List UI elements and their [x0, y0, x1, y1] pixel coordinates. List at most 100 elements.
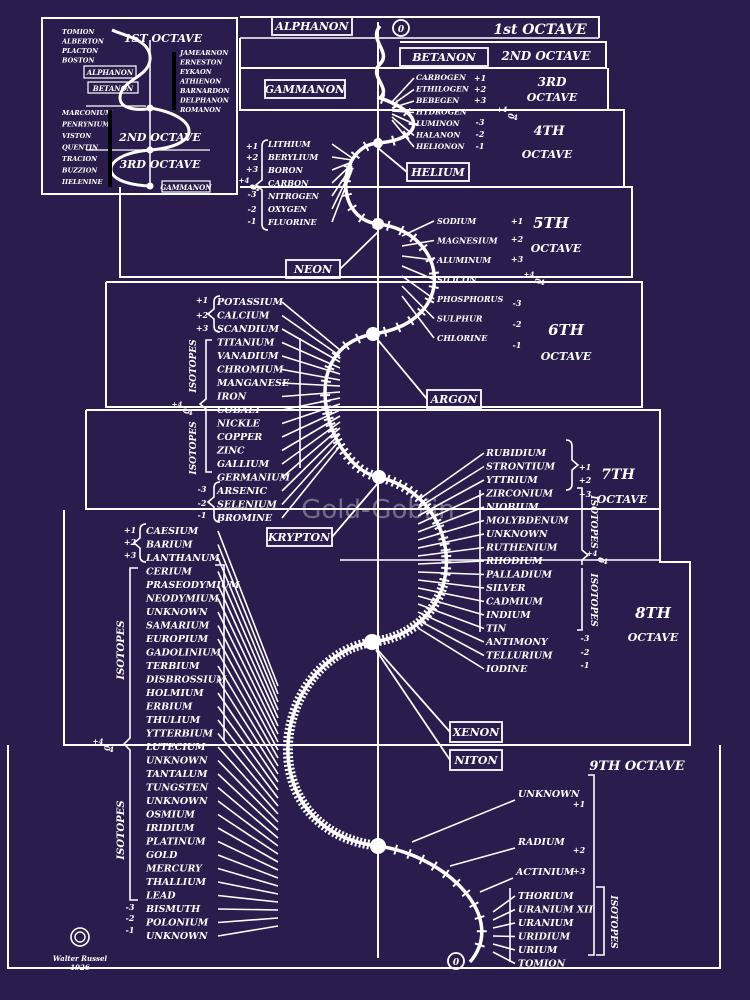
octave-7-brace-isotopes-lower: [577, 568, 583, 631]
inset-name-left-3: VISTON: [62, 132, 92, 140]
title-octave-4-number: 4TH: [533, 124, 565, 139]
wave-tick-126: [289, 707, 300, 713]
octave-8-element-5: PRASEODYMIUM: [145, 580, 240, 591]
octave-6-element-leader-10: [281, 403, 341, 425]
wave-tick-113: [318, 662, 327, 672]
wave-tick-122: [296, 692, 307, 699]
wave-tick-162: [334, 829, 342, 840]
frame-octave-6: [105, 281, 643, 408]
wave-tick-151: [300, 802, 310, 810]
wave-tick-45: [342, 452, 352, 461]
wave-tick-30: [342, 340, 350, 351]
inset-name-left-2: PENRYNIUM: [61, 121, 110, 129]
octave-4-element-6: OXYGEN: [268, 204, 308, 214]
octave-6-element-16: SELENIUM: [217, 500, 277, 511]
wave-tick-125: [291, 703, 302, 710]
ring-symbol-bottom-mark: 0: [453, 958, 460, 968]
wave-tick-132: [283, 731, 295, 736]
octave-8-element-leader-2: [217, 544, 279, 695]
wave-tick-29: [355, 333, 361, 344]
octave-6-sign-5: -2: [198, 498, 207, 508]
copyright-ring-outer: [70, 927, 90, 947]
octave-7-element-3: YTTRIUM: [486, 475, 538, 486]
title-octave-2: 2ND OCTAVE: [500, 49, 591, 63]
octave-7-element-12: CADMIUM: [486, 597, 543, 608]
octave-7-element-13: INDIUM: [485, 610, 531, 621]
octave-6-balance-zero: 0: [181, 408, 191, 414]
inset-name-right-4: ATHIENON: [179, 78, 222, 86]
octave-3-element-leader-1: [391, 77, 415, 103]
octave-4-element-1: LITHIUM: [267, 139, 312, 149]
octave-9-element-8: URIUM: [518, 945, 558, 956]
wave-tick-124: [292, 699, 303, 706]
inset-octave-3: 3RD OCTAVE: [120, 158, 201, 171]
inset-name-left-6: BUZZION: [61, 167, 98, 175]
wave-tick-56: [400, 482, 408, 493]
octave-4-element-4: CARBON: [268, 178, 309, 188]
wave-tick-8: [362, 141, 370, 152]
octave-4-sign-3: +3: [246, 164, 259, 174]
octave-6-element-leader-16: [281, 439, 341, 506]
wave-tick-116: [310, 671, 320, 680]
octave-6-element-leader-14: [281, 427, 341, 479]
inset-name-right-7: ROMANON: [179, 106, 222, 114]
octave-8-element-leader-19: [217, 773, 279, 831]
octave-8-element-30: POLONIUM: [145, 918, 209, 929]
octave-5-element-2: MAGNESIUM: [436, 236, 499, 246]
octave-4-balance-zero: 0: [248, 184, 258, 190]
octave-6-element-leader-2: [281, 314, 341, 357]
octave-6-element-leader-6: [281, 368, 341, 381]
octave-3-sign-5: -2: [476, 129, 485, 139]
wave-tick-174: [418, 854, 425, 865]
octave-9-element-5: URANIUM XII: [518, 905, 594, 916]
wave-tick-166: [350, 835, 356, 846]
octave-6-element-17: BROMINE: [216, 513, 273, 524]
octave-7-element-leader-7: [417, 533, 485, 549]
wave-tick-171: [380, 841, 384, 852]
octave-7-element-leader-16: [417, 619, 485, 657]
inset-octave-2: 2ND OCTAVE: [118, 131, 201, 144]
wave-tick-167: [354, 836, 359, 847]
octave-8-element-19: TANTALUM: [146, 769, 208, 780]
wave-tick-148: [293, 792, 304, 799]
octave-9-brace: [588, 774, 595, 956]
wave-tick-42: [332, 437, 343, 445]
label-alphanon: ALPHANON: [274, 20, 349, 33]
octave-6-element-leader-5: [281, 355, 341, 375]
wave-tick-141: [284, 767, 295, 772]
octave-7-element-leader-13: [417, 595, 485, 616]
wave-tick-117: [307, 674, 317, 683]
octave-9-isotopes: ISOTOPES: [608, 894, 618, 949]
wave-tick-48: [356, 464, 365, 474]
octave-6-brace-top: [206, 295, 221, 333]
octave-7-element-17: IODINE: [485, 664, 528, 675]
octave-9-sign-2: +2: [573, 845, 586, 855]
octave-9-element-2: RADIUM: [517, 837, 565, 848]
wave-tick-179: [469, 901, 479, 908]
label-neon: NEON: [293, 263, 333, 276]
octave-7-element-15: ANTIMONY: [485, 637, 549, 648]
octave-4-sign-1: +1: [246, 141, 258, 151]
octave-7-balance-zero: 0: [596, 557, 606, 563]
frame-octave-7: [85, 409, 661, 510]
wave-tick-156: [314, 816, 323, 826]
wave-tick-175: [430, 861, 438, 871]
wave-tick-44: [339, 447, 349, 456]
wave-tick-58: [410, 489, 419, 499]
wave-tick-39: [325, 422, 336, 428]
octave-7-element-2: STRONTIUM: [486, 462, 556, 473]
wave-tick-33: [320, 379, 332, 383]
wave-tick-15: [372, 218, 377, 229]
octave-5-element-leader-5: [401, 275, 435, 300]
octave-4-element-leader-1: [331, 143, 353, 159]
wave-tick-159: [324, 823, 332, 833]
wave-tick-27: [382, 326, 388, 337]
wave-tick-109: [331, 652, 339, 662]
octave-6-element-leader-11: [281, 409, 341, 438]
octave-8-balance-zero: 0: [102, 745, 112, 751]
wave-tick-14: [358, 213, 366, 223]
octave-6-sign-3: +3: [196, 323, 209, 333]
wave-tick-49: [361, 467, 369, 477]
octave-9-element-9-leader: [492, 951, 516, 965]
